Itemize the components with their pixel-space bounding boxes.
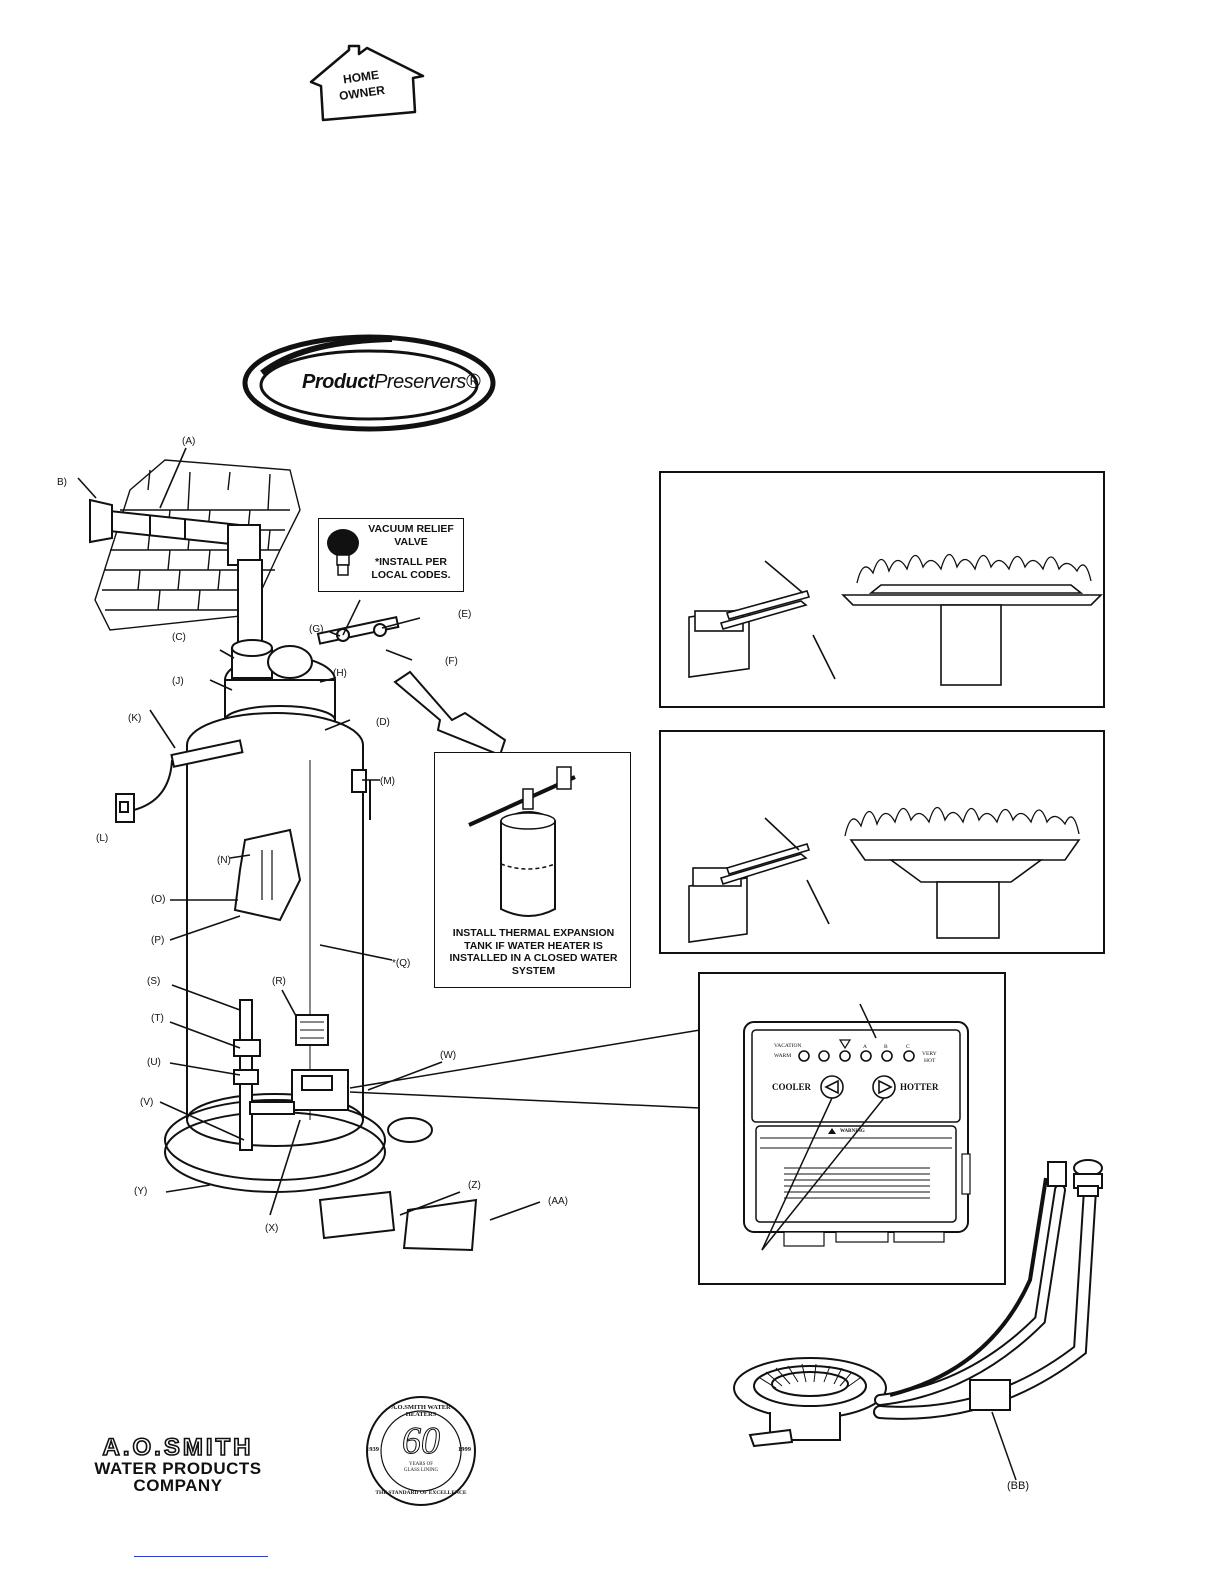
callout-w: (W) — [440, 1050, 457, 1061]
vacuum-line3: *INSTALL PER — [375, 556, 447, 568]
cp-a: A — [863, 1044, 867, 1050]
seal-sub2: GLASS LINING — [403, 1468, 439, 1473]
callout-f: (F) — [445, 656, 458, 667]
expansion-line2: TANK IF WATER HEATER IS — [464, 939, 603, 952]
callout-bb: (BB) — [1007, 1480, 1029, 1492]
callout-c: (C) — [172, 632, 186, 643]
cp-warning: WARNING — [840, 1129, 865, 1134]
control-panel-box: VACATION WARM A B C VERY HOT COOLER HOTT… — [698, 972, 1006, 1285]
brick-wall — [94, 459, 301, 631]
control-panel-illustration — [743, 1003, 971, 1251]
ao-smith-name: A.O.SMITH — [102, 1434, 254, 1461]
callout-aa: (AA) — [548, 1196, 568, 1207]
anniversary-seal: A.O.SMITH WATER HEATERS 60 YEARS OF GLAS… — [364, 1394, 478, 1508]
burner-thermocouple-diagram — [733, 1159, 1103, 1481]
callout-a: (A) — [182, 436, 196, 447]
vacuum-line4: LOCAL CODES. — [371, 568, 451, 581]
callout-g: (G) — [309, 624, 324, 635]
expansion-tank-arrow — [393, 670, 507, 757]
footer-link-underline[interactable] — [134, 1556, 268, 1557]
callout-d: (D) — [376, 717, 390, 728]
vacuum-line1: VACUUM RELIEF — [368, 523, 454, 535]
house-icon — [309, 44, 425, 122]
callout-j: (J) — [172, 676, 184, 687]
seal-year-left: 1939 — [366, 1446, 379, 1453]
expansion-line1: INSTALL THERMAL EXPANSION — [452, 927, 615, 939]
cp-hotter: HOTTER — [900, 1082, 939, 1092]
cp-hot: HOT — [924, 1058, 936, 1064]
vacuum-valve-icon — [327, 529, 359, 576]
access-panels — [318, 1190, 478, 1252]
callout-q: *(Q) — [392, 958, 411, 969]
callout-o: (O) — [151, 894, 166, 905]
expansion-line3: INSTALLED IN A CLOSED WATER — [449, 952, 618, 964]
electrical-outlet — [115, 759, 173, 823]
vacuum-relief-box: VACUUM RELIEF VALVE *INSTALL PER LOCAL C… — [318, 518, 464, 592]
product-preservers-logo: ProductPreservers® — [242, 333, 496, 433]
callout-m: (M) — [380, 776, 395, 787]
ao-smith-division: WATER PRODUCTS — [94, 1459, 262, 1478]
callout-v: (V) — [140, 1097, 154, 1108]
callout-arrows — [77, 447, 541, 1221]
control-panel-leader-lines — [349, 1029, 701, 1109]
flame-diagram-bottom — [659, 730, 1105, 954]
seal-bottom-arc: THE STANDARD OF EXCELLENCE — [375, 1490, 467, 1496]
expansion-line4: SYSTEM — [511, 964, 556, 977]
expansion-tank-icon — [468, 766, 576, 917]
seal-number: 60 — [402, 1420, 441, 1462]
expansion-tank-box: INSTALL THERMAL EXPANSION TANK IF WATER … — [434, 752, 631, 988]
callout-y: (Y) — [134, 1186, 148, 1197]
tank-body — [186, 712, 364, 1147]
home-owner-badge: HOME OWNER — [305, 42, 427, 122]
gas-control-valve — [291, 1069, 349, 1111]
callout-r: (R) — [272, 976, 286, 987]
vacuum-line2: VALVE — [394, 535, 428, 548]
cp-warm: WARM — [774, 1053, 792, 1059]
logo-preservers: Preservers® — [374, 371, 480, 393]
callout-n: (N) — [217, 855, 231, 866]
flame-diagram-top — [659, 471, 1105, 708]
cp-cooler: COOLER — [772, 1082, 812, 1092]
ao-smith-company: COMPANY — [133, 1476, 223, 1495]
callout-k: (K) — [128, 713, 142, 724]
burner-flame-illustration-1 — [688, 553, 1103, 686]
cp-b: B — [884, 1044, 888, 1050]
burner-flame-illustration-2 — [688, 806, 1081, 943]
logo-swoosh — [242, 334, 496, 432]
seal-sub1: YEARS OF — [408, 1462, 434, 1467]
callout-x: (X) — [265, 1223, 279, 1234]
cp-very: VERY — [922, 1051, 937, 1057]
gas-supply-line — [233, 999, 295, 1151]
callout-s: (S) — [147, 976, 161, 987]
cp-c: C — [906, 1044, 910, 1050]
logo-product: Product — [302, 371, 375, 393]
callout-t: (T) — [151, 1013, 164, 1024]
callout-l: (L) — [96, 833, 109, 844]
ao-smith-logo: A.O.SMITH WATER PRODUCTS COMPANY — [66, 1434, 290, 1496]
callout-z: (Z) — [468, 1180, 481, 1191]
seal-year-right: 1999 — [458, 1446, 471, 1453]
callout-h: (H) — [333, 668, 347, 679]
water-heater-diagram — [77, 447, 541, 1252]
cp-vacation: VACATION — [774, 1043, 802, 1049]
callout-u: (U) — [147, 1057, 161, 1068]
callout-e: (E) — [458, 609, 472, 620]
callout-b: B) — [57, 477, 67, 488]
seal-top-arc: A.O.SMITH WATER HEATERS — [391, 1404, 451, 1418]
callout-p: (P) — [151, 935, 165, 946]
seal-ring — [366, 1396, 476, 1506]
